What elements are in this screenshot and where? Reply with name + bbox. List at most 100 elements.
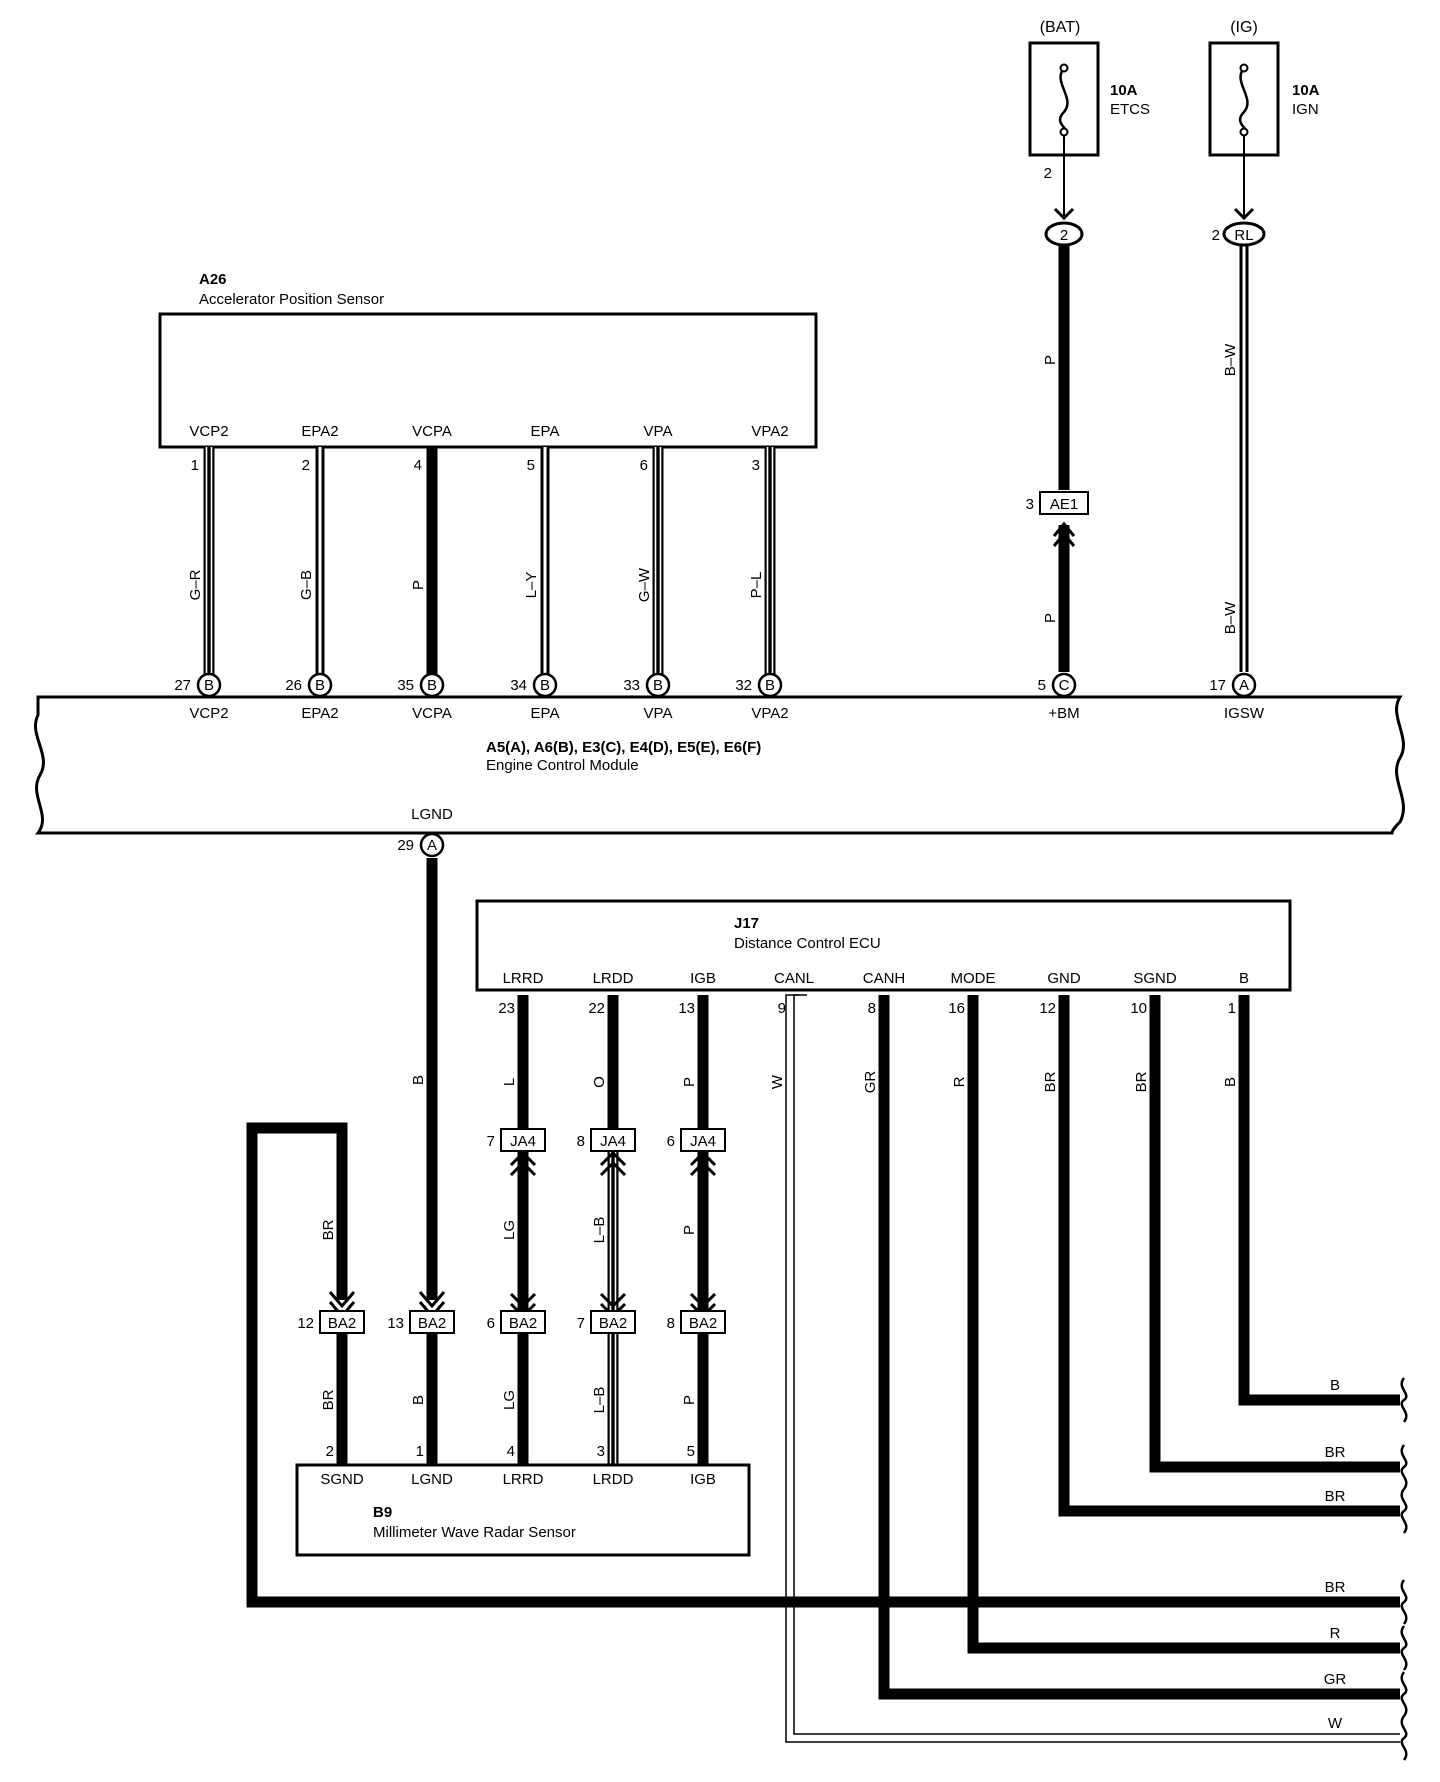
ecm-terminal-conn-4: B bbox=[653, 677, 663, 694]
ecm-lgnd-conn: A bbox=[427, 837, 437, 854]
svg-text:A: A bbox=[1239, 677, 1249, 694]
j17-code: J17 bbox=[734, 915, 759, 932]
break-mark-0 bbox=[1400, 1377, 1408, 1423]
b9-terminal-1: LGND bbox=[411, 1471, 453, 1488]
j17-pin-no-1: 22 bbox=[588, 1000, 605, 1017]
accelerator-position-sensor: A26 Accelerator Position Sensor bbox=[158, 271, 818, 449]
ja4-wire-color-1: L–B bbox=[591, 1217, 608, 1244]
j17-wire-color-7: BR bbox=[1133, 1071, 1150, 1092]
b9-name: Millimeter Wave Radar Sensor bbox=[373, 1524, 576, 1541]
a26-pin-no-1: 2 bbox=[302, 457, 310, 474]
j17-wire-color-6: BR bbox=[1042, 1071, 1059, 1092]
j17-pin-no-4: 8 bbox=[868, 1000, 876, 1017]
ecm-terminal-conn-5: B bbox=[765, 677, 775, 694]
break-mark-6 bbox=[1400, 1715, 1408, 1761]
ba2-wire-color-3: L–B bbox=[591, 1387, 608, 1414]
exit-label-5: GR bbox=[1324, 1671, 1347, 1688]
b9-pin-no-4: 5 bbox=[687, 1443, 695, 1460]
wire-igsw-upper-color: B–W bbox=[1222, 343, 1239, 376]
a26-wire-color-3: L–Y bbox=[523, 572, 540, 599]
a26-wire-color-0: G–R bbox=[187, 569, 204, 600]
j17-pin-no-7: 10 bbox=[1130, 1000, 1147, 1017]
wire-b bbox=[1238, 995, 1400, 1406]
j17-terminal-8: B bbox=[1239, 970, 1249, 987]
break-mark-1 bbox=[1400, 1444, 1408, 1490]
j17-wire-color-8: B bbox=[1222, 1077, 1239, 1087]
wire-igsw-lower-color: B–W bbox=[1222, 601, 1239, 634]
wire-mode bbox=[967, 995, 1400, 1654]
j17-wire-color-4: GR bbox=[862, 1071, 879, 1094]
ecm-lgnd-no: 29 bbox=[397, 837, 414, 854]
junction-ba2-4-label: BA2 bbox=[689, 1315, 717, 1332]
a26-wire-4 bbox=[652, 447, 664, 674]
wire-canl bbox=[785, 994, 1400, 1743]
fuse-ig-rating: 10A bbox=[1292, 82, 1320, 99]
ecm-terminal-label-3: EPA bbox=[531, 705, 560, 722]
ecm-terminal-no-1: 26 bbox=[285, 677, 302, 694]
connector-ig-pin: 2 bbox=[1212, 227, 1220, 244]
junction-ba2-0-label: BA2 bbox=[328, 1315, 356, 1332]
junction-ba2-3-pin: 7 bbox=[577, 1315, 585, 1332]
ecm-bm-terminal: C 5 +BM bbox=[1038, 672, 1080, 722]
b9-terminal-3: LRDD bbox=[593, 1471, 634, 1488]
connector-bat-2: 2 bbox=[1044, 221, 1084, 247]
a26-terminal-2: VCPA bbox=[412, 423, 452, 440]
fuse-ig-source: (IG) bbox=[1230, 19, 1258, 36]
engine-control-module: A5(A), A6(B), E3(C), E4(D), E5(E), E6(F)… bbox=[34, 695, 1405, 835]
ecm-terminal-label-0: VCP2 bbox=[189, 705, 228, 722]
ba2-wire-color-4: P bbox=[681, 1395, 698, 1405]
j17-pins: LRRD23LLRDD22OIGB13PCANL9WCANH8GRMODE16R… bbox=[498, 970, 1249, 1093]
junction-ba2-2-label: BA2 bbox=[509, 1315, 537, 1332]
a26-wires: VCP21G–REPA22G–BVCPA4PEPA5L–YVPA6G–WVPA2… bbox=[187, 423, 789, 674]
break-mark-5 bbox=[1400, 1671, 1408, 1717]
j17-pin-no-6: 12 bbox=[1039, 1000, 1056, 1017]
a26-terminal-3: EPA bbox=[531, 423, 560, 440]
a26-terminal-1: EPA2 bbox=[301, 423, 338, 440]
distance-control-ecu: J17 Distance Control ECU bbox=[475, 899, 1292, 992]
ecm-terminal-no-5: 32 bbox=[735, 677, 752, 694]
wire-bm: P P AE1 3 bbox=[1026, 235, 1089, 672]
a26-wire-color-2: P bbox=[410, 580, 427, 590]
break-mark-4 bbox=[1400, 1625, 1408, 1671]
ja4-wire-color-2: P bbox=[681, 1225, 698, 1235]
junction-ja4-0-pin: 7 bbox=[487, 1133, 495, 1150]
b9-pin-no-3: 3 bbox=[597, 1443, 605, 1460]
wire-sgnd bbox=[1149, 995, 1400, 1473]
ecm-lgnd-label: LGND bbox=[411, 806, 453, 823]
a26-pin-no-4: 6 bbox=[640, 457, 648, 474]
wire-bm-lower-color: P bbox=[1042, 613, 1059, 623]
junction-ae1-pin: 3 bbox=[1026, 496, 1034, 513]
exit-label-1: BR bbox=[1325, 1444, 1346, 1461]
ecm-igsw-terminal: A 17 IGSW bbox=[1209, 672, 1265, 722]
j17-wire-mid-1 bbox=[607, 1152, 619, 1312]
b9-wire-lower-1 bbox=[607, 1334, 619, 1465]
ecm-terminal-circle-4 bbox=[645, 672, 671, 698]
fuse-bat-name: ETCS bbox=[1110, 101, 1150, 118]
junction-ja4-1-pin: 8 bbox=[577, 1133, 585, 1150]
ecm-terminal-circle-0 bbox=[196, 672, 222, 698]
j17-wire-color-1: O bbox=[591, 1076, 608, 1088]
ecm-terminal-label-2: VCPA bbox=[412, 705, 452, 722]
ecm-terminal-no-3: 34 bbox=[510, 677, 527, 694]
a26-pin-no-2: 4 bbox=[414, 457, 422, 474]
a26-wire-0 bbox=[203, 447, 215, 674]
svg-text:RL: RL bbox=[1234, 227, 1253, 244]
junction-ba2-4-pin: 8 bbox=[667, 1315, 675, 1332]
junction-ba2-1-label: BA2 bbox=[418, 1315, 446, 1332]
a26-pin-no-0: 1 bbox=[191, 457, 199, 474]
ja4-wire-color-0: LG bbox=[501, 1220, 518, 1240]
b9-terminal-4: IGB bbox=[690, 1471, 716, 1488]
ecm-terminal-circle-3 bbox=[532, 672, 558, 698]
ecm-terminal-label-1: EPA2 bbox=[301, 705, 338, 722]
a26-wire-color-4: G–W bbox=[636, 567, 653, 602]
ecm-terminal-circle-2 bbox=[419, 672, 445, 698]
ecm-terminal-conn-2: B bbox=[427, 677, 437, 694]
j17-pin-no-5: 16 bbox=[948, 1000, 965, 1017]
